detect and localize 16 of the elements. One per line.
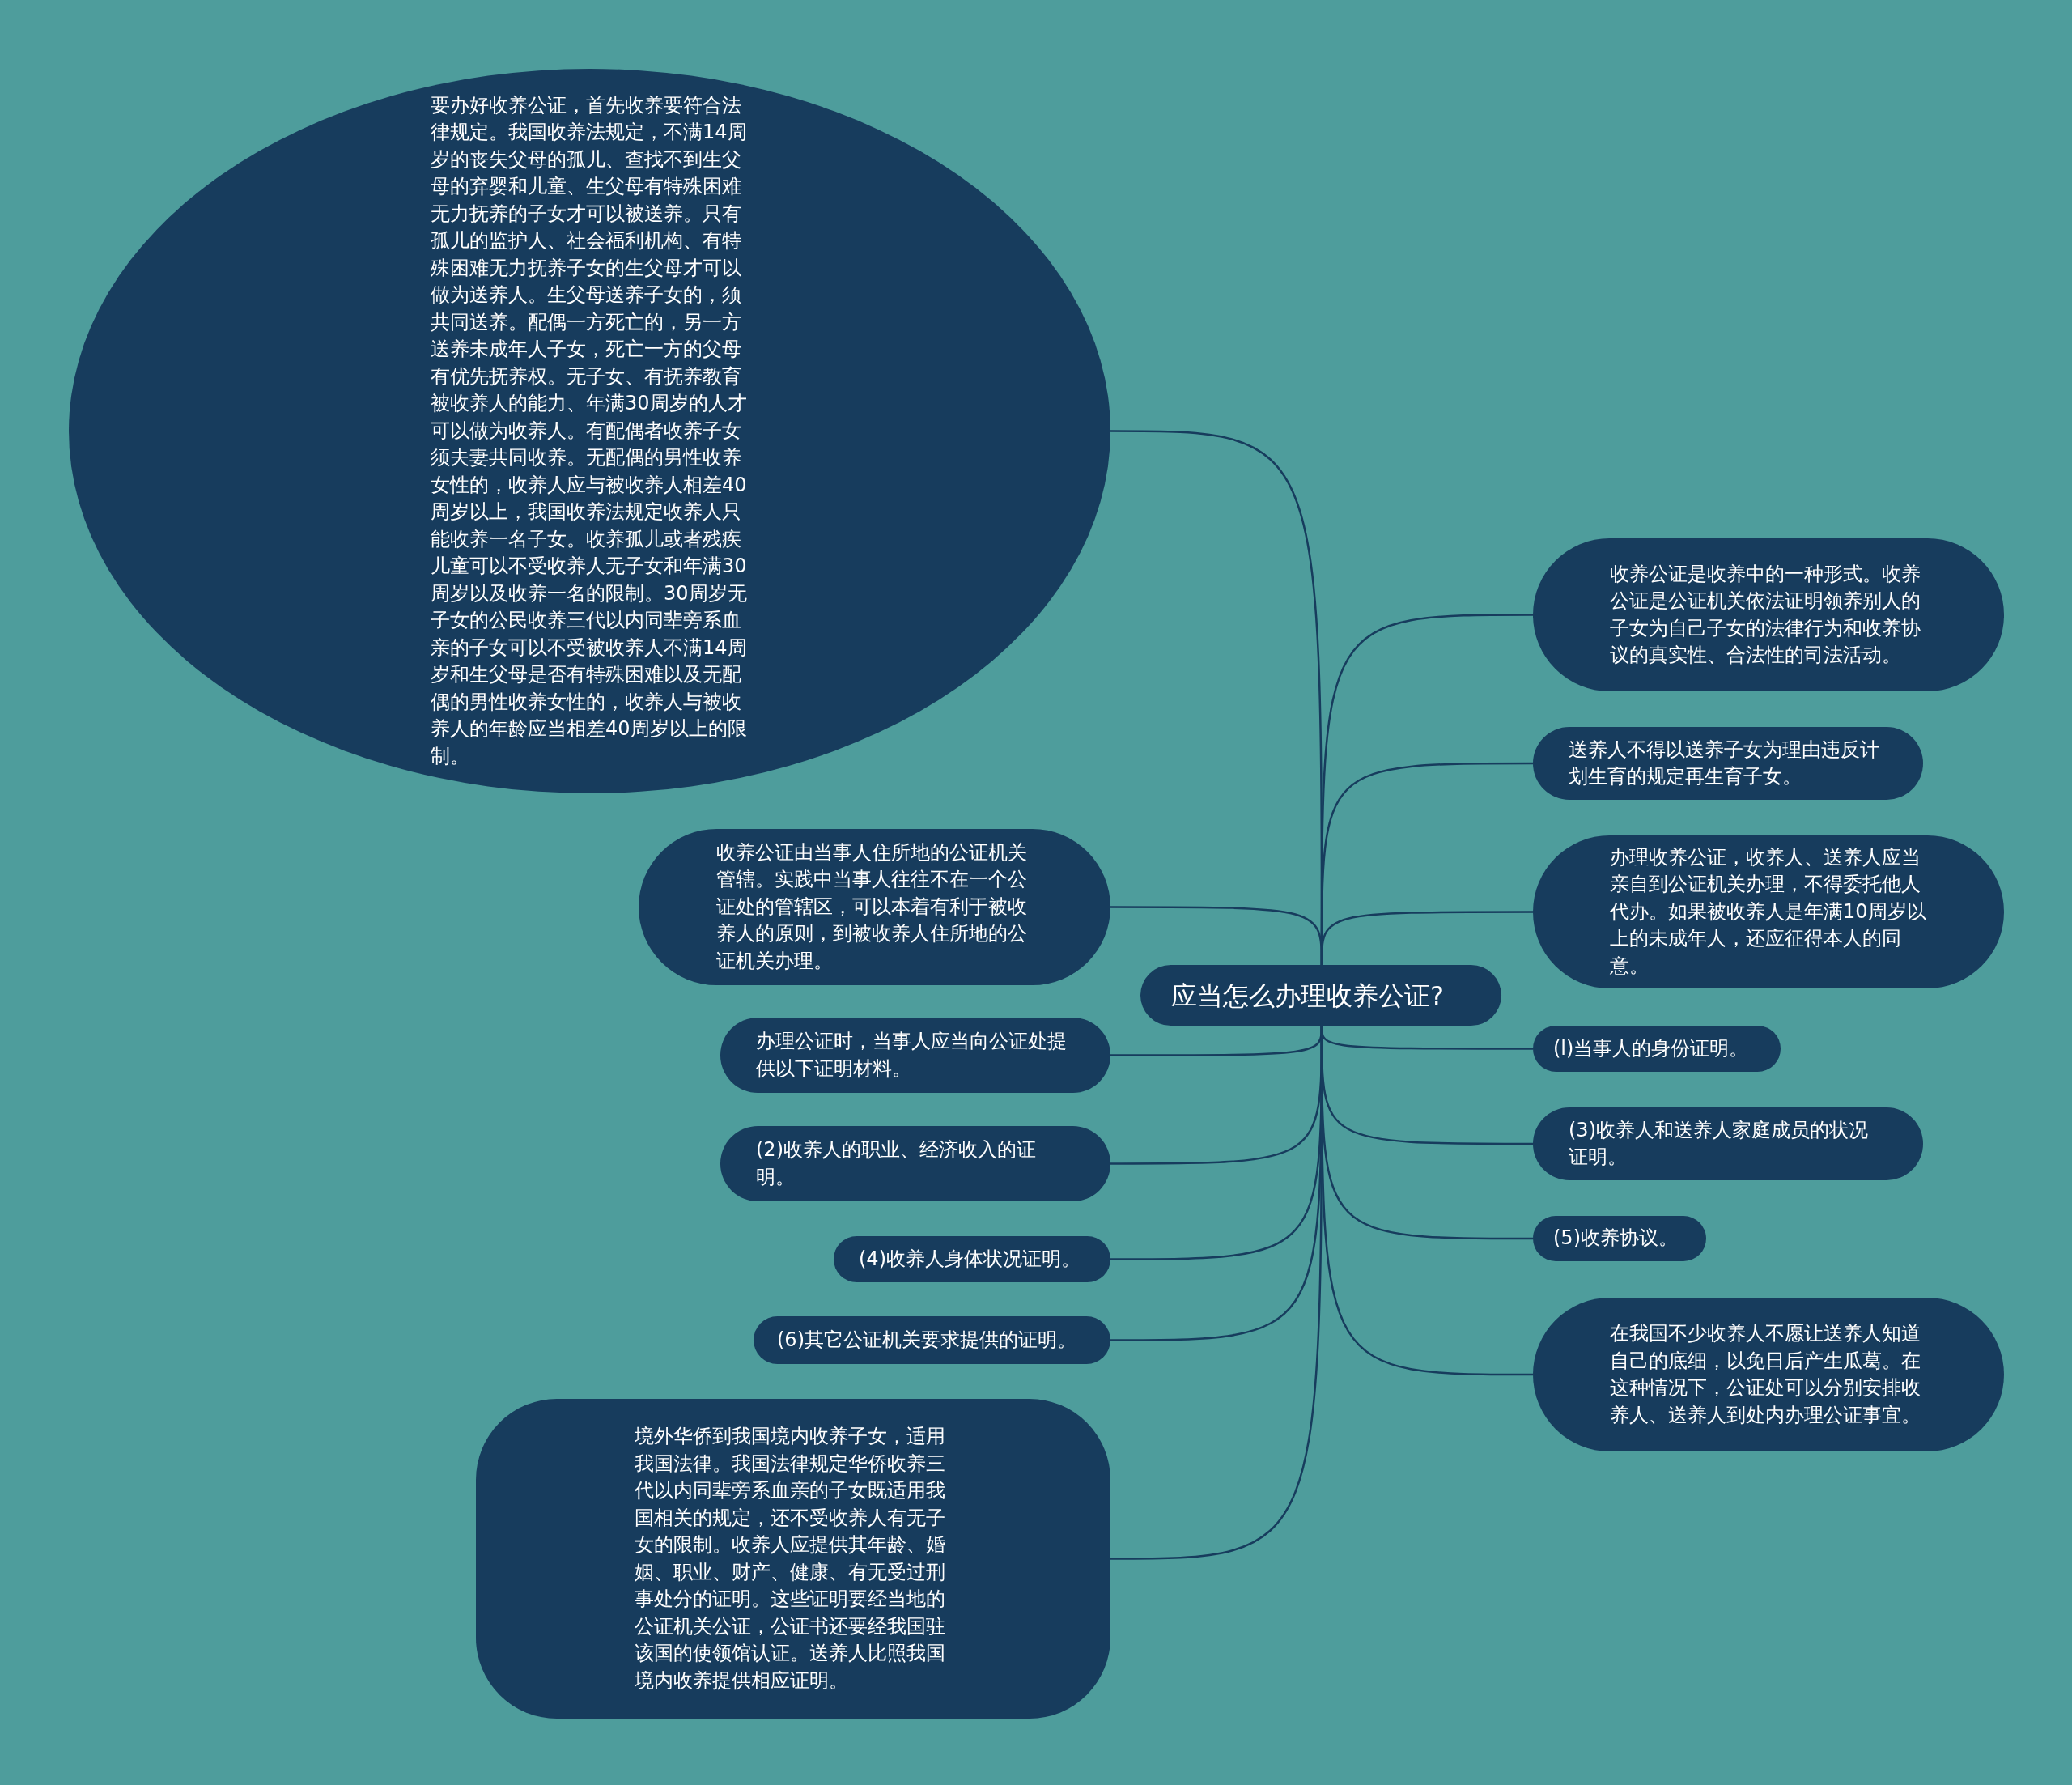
- topic-box: (4)收养人身体状况证明。: [834, 1236, 1110, 1282]
- root-topic-box: 应当怎么办理收养公证?: [1140, 965, 1501, 1026]
- topic-box: 办理公证时，当事人应当向公证处提供以下证明材料。: [720, 1018, 1110, 1093]
- topic-box: (l)当事人的身份证明。: [1533, 1026, 1781, 1072]
- topic-box: 境外华侨到我国境内收养子女，适用我国法律。我国法律规定华侨收养三代以内同辈旁系血亲的子女既适用我国相关的规定，还不受收养人有无子女的限制。收养人应提供其年龄、婚姻、职业、财产、健康、有无受过刑事处分的证明。这些证明要经当地的公证机关公证，公证书还要经我国驻该国的使领馆认证。送养人比照我国境内收养提供相应证明。: [476, 1399, 1110, 1719]
- topic-box: (5)收养协议。: [1533, 1216, 1706, 1261]
- topic-box: 办理收养公证，收养人、送养人应当亲自到公证机关办理，不得委托他人代办。如果被收养人是年满10周岁以上的未成年人，还应征得本人的同意。: [1533, 835, 2004, 988]
- topic-box: (6)其它公证机关要求提供的证明。: [754, 1316, 1110, 1364]
- topic-box: (3)收养人和送养人家庭成员的状况证明。: [1533, 1107, 1923, 1180]
- topic-box: 送养人不得以送养子女为理由违反计划生育的规定再生育子女。: [1533, 727, 1923, 800]
- connector-line: [1320, 911, 1533, 965]
- topic-box: 在我国不少收养人不愿让送养人知道自己的底细，以免日后产生瓜葛。在这种情况下，公证处可以分别安排收养人、送养人到处内办理公证事宜。: [1533, 1298, 2004, 1451]
- topic-box: 收养公证是收养中的一种形式。收养公证是公证机关依法证明领养别人的子女为自己子女的法律行为和收养协议的真实性、合法性的司法活动。: [1533, 538, 2004, 691]
- topic-box: (2)收养人的职业、经济收入的证明。: [720, 1126, 1110, 1201]
- topic-box: 要办好收养公证，首先收养要符合法律规定。我国收养法规定，不满14周岁的丧失父母的孤儿、查找不到生父母的弃婴和儿童、生父母有特殊困难无力抚养的子女才可以被送养。只有孤儿的监护人、社会福利机构、有特殊困难无力抚养子女的生父母才可以做为送养人。生父母送养子女的，须共同送养。配偶一方死亡的，另一方送养未成年人子女，死亡一方的父母有优先抚养权。无子女、有抚养教育被收养人的能力、年满30周岁的人才可以做为收养人。有配偶者收养子女须夫妻共同收养。无配偶的男性收养女性的，收养人应与被收养人相差40周岁以上，我国收养法规定收养人只能收养一名子女。收养孤儿或者残疾儿童可以不受收养人无子女和年满30周岁以及收养一名的限制。30周岁无子女的公民收养三代以内同辈旁系血亲的子女可以不受被收养人不满14周岁和生父母是否有特殊困难以及无配偶的男性收养女性的，收养人与被收养人的年龄应当相差40周岁以上的限制。: [69, 69, 1110, 793]
- topic-box: 收养公证由当事人住所地的公证机关管辖。实践中当事人往往不在一个公证处的管辖区，可以本着有利于被收养人的原则，到被收养人住所地的公证机关办理。: [639, 829, 1110, 985]
